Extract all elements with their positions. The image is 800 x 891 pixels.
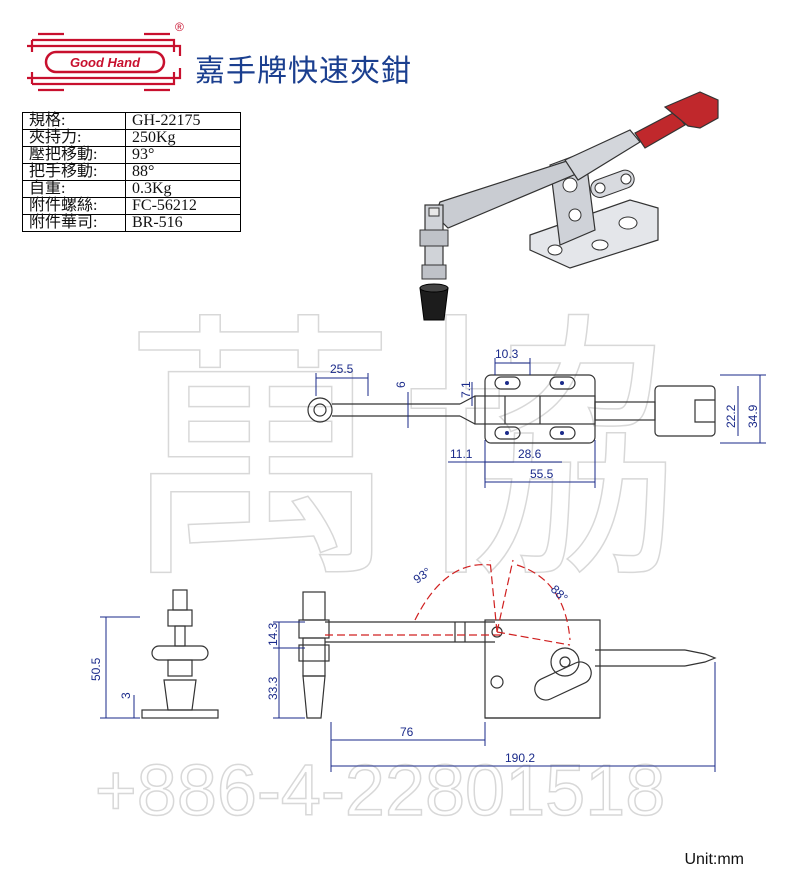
spec-label: 附件華司: [22, 214, 126, 232]
spec-value: 0.3Kg [125, 180, 241, 198]
spec-value: FC-56212 [125, 197, 241, 215]
dim-7-1: 7.1 [459, 381, 473, 398]
dim-190-2: 190.2 [505, 751, 535, 765]
dim-6: 6 [394, 381, 408, 388]
spec-label: 規格: [22, 112, 126, 130]
side-view-drawing: 93° 88° 14.3 33.3 76 190.2 [266, 559, 717, 772]
dim-55-5: 55.5 [530, 467, 554, 481]
spec-row: 把手移動:88° [22, 163, 241, 181]
registered-mark: ® [175, 22, 184, 34]
spec-value: 88° [125, 163, 241, 181]
clamp-3d-illustration [419, 91, 719, 321]
spec-row: 規格:GH-22175 [22, 112, 241, 130]
spec-label: 壓把移動: [22, 146, 126, 164]
dim-33-3: 33.3 [266, 676, 280, 700]
spec-value: GH-22175 [125, 112, 241, 130]
dim-3: 3 [119, 692, 133, 699]
page-title: 嘉手牌快速夾鉗 [195, 54, 412, 89]
dim-34-9: 34.9 [746, 404, 760, 428]
spec-row: 壓把移動:93° [22, 146, 241, 164]
dim-28-6: 28.6 [518, 447, 542, 461]
watermark: 萬協 +886-4-22801518 [94, 297, 681, 832]
watermark-phone: +886-4-22801518 [95, 751, 666, 831]
spec-row: 附件華司:BR-516 [22, 214, 241, 232]
spec-value: 250Kg [125, 129, 241, 147]
dim-10-3: 10.3 [495, 347, 519, 361]
watermark-chars: 萬協 [120, 298, 680, 610]
dim-76: 76 [400, 725, 414, 739]
dim-22-2: 22.2 [724, 404, 738, 428]
dim-14-3: 14.3 [266, 622, 280, 646]
good-hand-logo: Good Hand ® [27, 22, 184, 92]
angle-93: 93° [411, 564, 434, 586]
spec-row: 附件螺絲:FC-56212 [22, 197, 241, 215]
unit-label: Unit:mm [684, 851, 744, 868]
spec-label: 夾持力: [22, 129, 126, 147]
angle-88: 88° [548, 582, 571, 605]
spec-label: 把手移動: [22, 163, 126, 181]
spec-label: 自重: [22, 180, 126, 198]
spec-label: 附件螺絲: [22, 197, 126, 215]
dim-50-5: 50.5 [89, 657, 103, 681]
end-view-drawing: 50.5 3 [89, 589, 219, 719]
spec-value: BR-516 [125, 214, 241, 232]
dim-25-5: 25.5 [330, 362, 354, 376]
logo-text: Good Hand [70, 55, 141, 70]
dim-11-1: 11.1 [450, 447, 473, 461]
spec-row: 自重:0.3Kg [22, 180, 241, 198]
top-view-drawing: 25.5 6 10.3 7.1 11.1 28.6 55.5 22.2 34.9 [307, 347, 766, 488]
spec-row: 夾持力:250Kg [22, 129, 241, 147]
spec-value: 93° [125, 146, 241, 164]
